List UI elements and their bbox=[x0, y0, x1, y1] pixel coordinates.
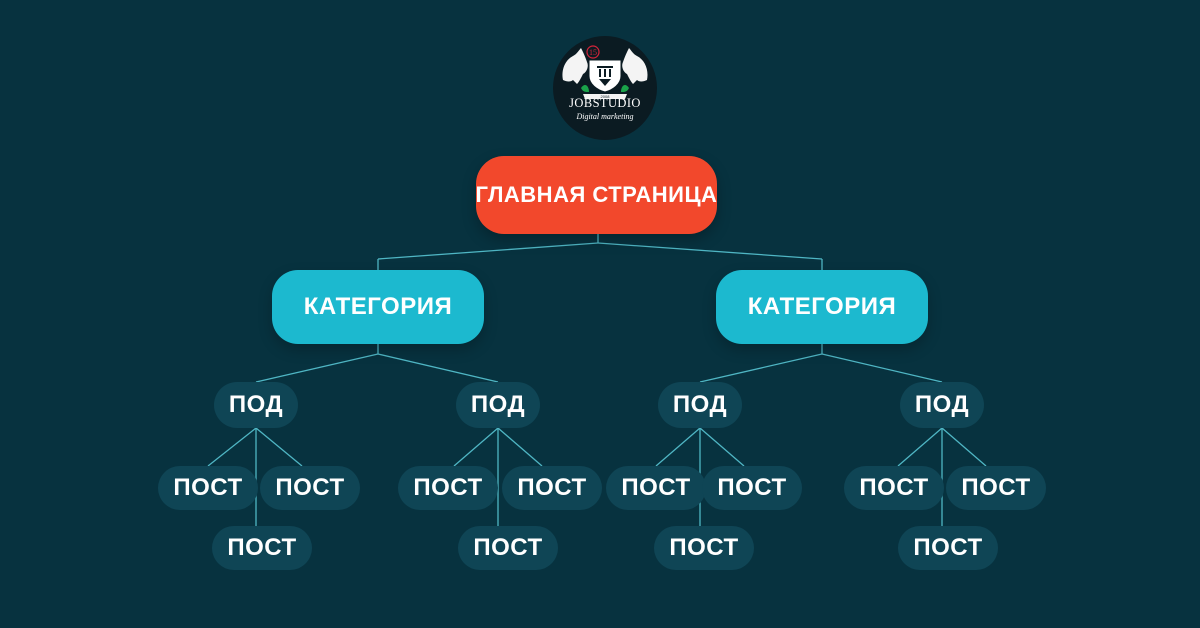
connector-sub2-post bbox=[453, 427, 499, 467]
connector-cat2-sub4 bbox=[821, 353, 943, 383]
logo-badge-text: 15 bbox=[589, 48, 597, 57]
subcategory-node: ПОД bbox=[658, 382, 742, 428]
connector-root-cat2 bbox=[597, 242, 823, 260]
connector-sub3-post bbox=[655, 427, 701, 467]
connector-sub1-post bbox=[255, 427, 303, 467]
post-node: ПОСТ bbox=[398, 466, 498, 510]
post-node: ПОСТ bbox=[502, 466, 602, 510]
post-node: ПОСТ bbox=[260, 466, 360, 510]
company-logo: 15 2008 JOBSTUDIO Digital marketing bbox=[553, 36, 657, 140]
connector-root-cat1 bbox=[377, 242, 599, 260]
category-node: КАТЕГОРИЯ bbox=[272, 270, 484, 344]
connector-sub4-post bbox=[897, 427, 943, 467]
connector-cat1-sub1 bbox=[255, 353, 379, 383]
logo-name: JOBSTUDIO bbox=[569, 96, 641, 110]
post-node: ПОСТ bbox=[458, 526, 558, 570]
connector-cat2-sub3 bbox=[699, 353, 823, 383]
category-node: КАТЕГОРИЯ bbox=[716, 270, 928, 344]
subcategory-node: ПОД bbox=[214, 382, 298, 428]
connector-sub1-post bbox=[207, 427, 257, 467]
connector-sub2-post bbox=[497, 427, 543, 467]
post-node: ПОСТ bbox=[898, 526, 998, 570]
root-node-home-page: ГЛАВНАЯ СТРАНИЦА bbox=[476, 156, 717, 234]
post-node: ПОСТ bbox=[844, 466, 944, 510]
post-node: ПОСТ bbox=[946, 466, 1046, 510]
logo-subtitle: Digital marketing bbox=[576, 112, 634, 121]
post-node: ПОСТ bbox=[212, 526, 312, 570]
subcategory-node: ПОД bbox=[900, 382, 984, 428]
connector-sub4-post bbox=[941, 427, 987, 467]
post-node: ПОСТ bbox=[702, 466, 802, 510]
post-node: ПОСТ bbox=[606, 466, 706, 510]
subcategory-node: ПОД bbox=[456, 382, 540, 428]
post-node: ПОСТ bbox=[654, 526, 754, 570]
connector-sub3-post bbox=[699, 427, 745, 467]
connector-cat1-sub2 bbox=[377, 353, 499, 383]
logo-year-text: 2008 bbox=[601, 94, 611, 99]
post-node: ПОСТ bbox=[158, 466, 258, 510]
logo-crest-icon: 15 2008 bbox=[562, 45, 648, 99]
